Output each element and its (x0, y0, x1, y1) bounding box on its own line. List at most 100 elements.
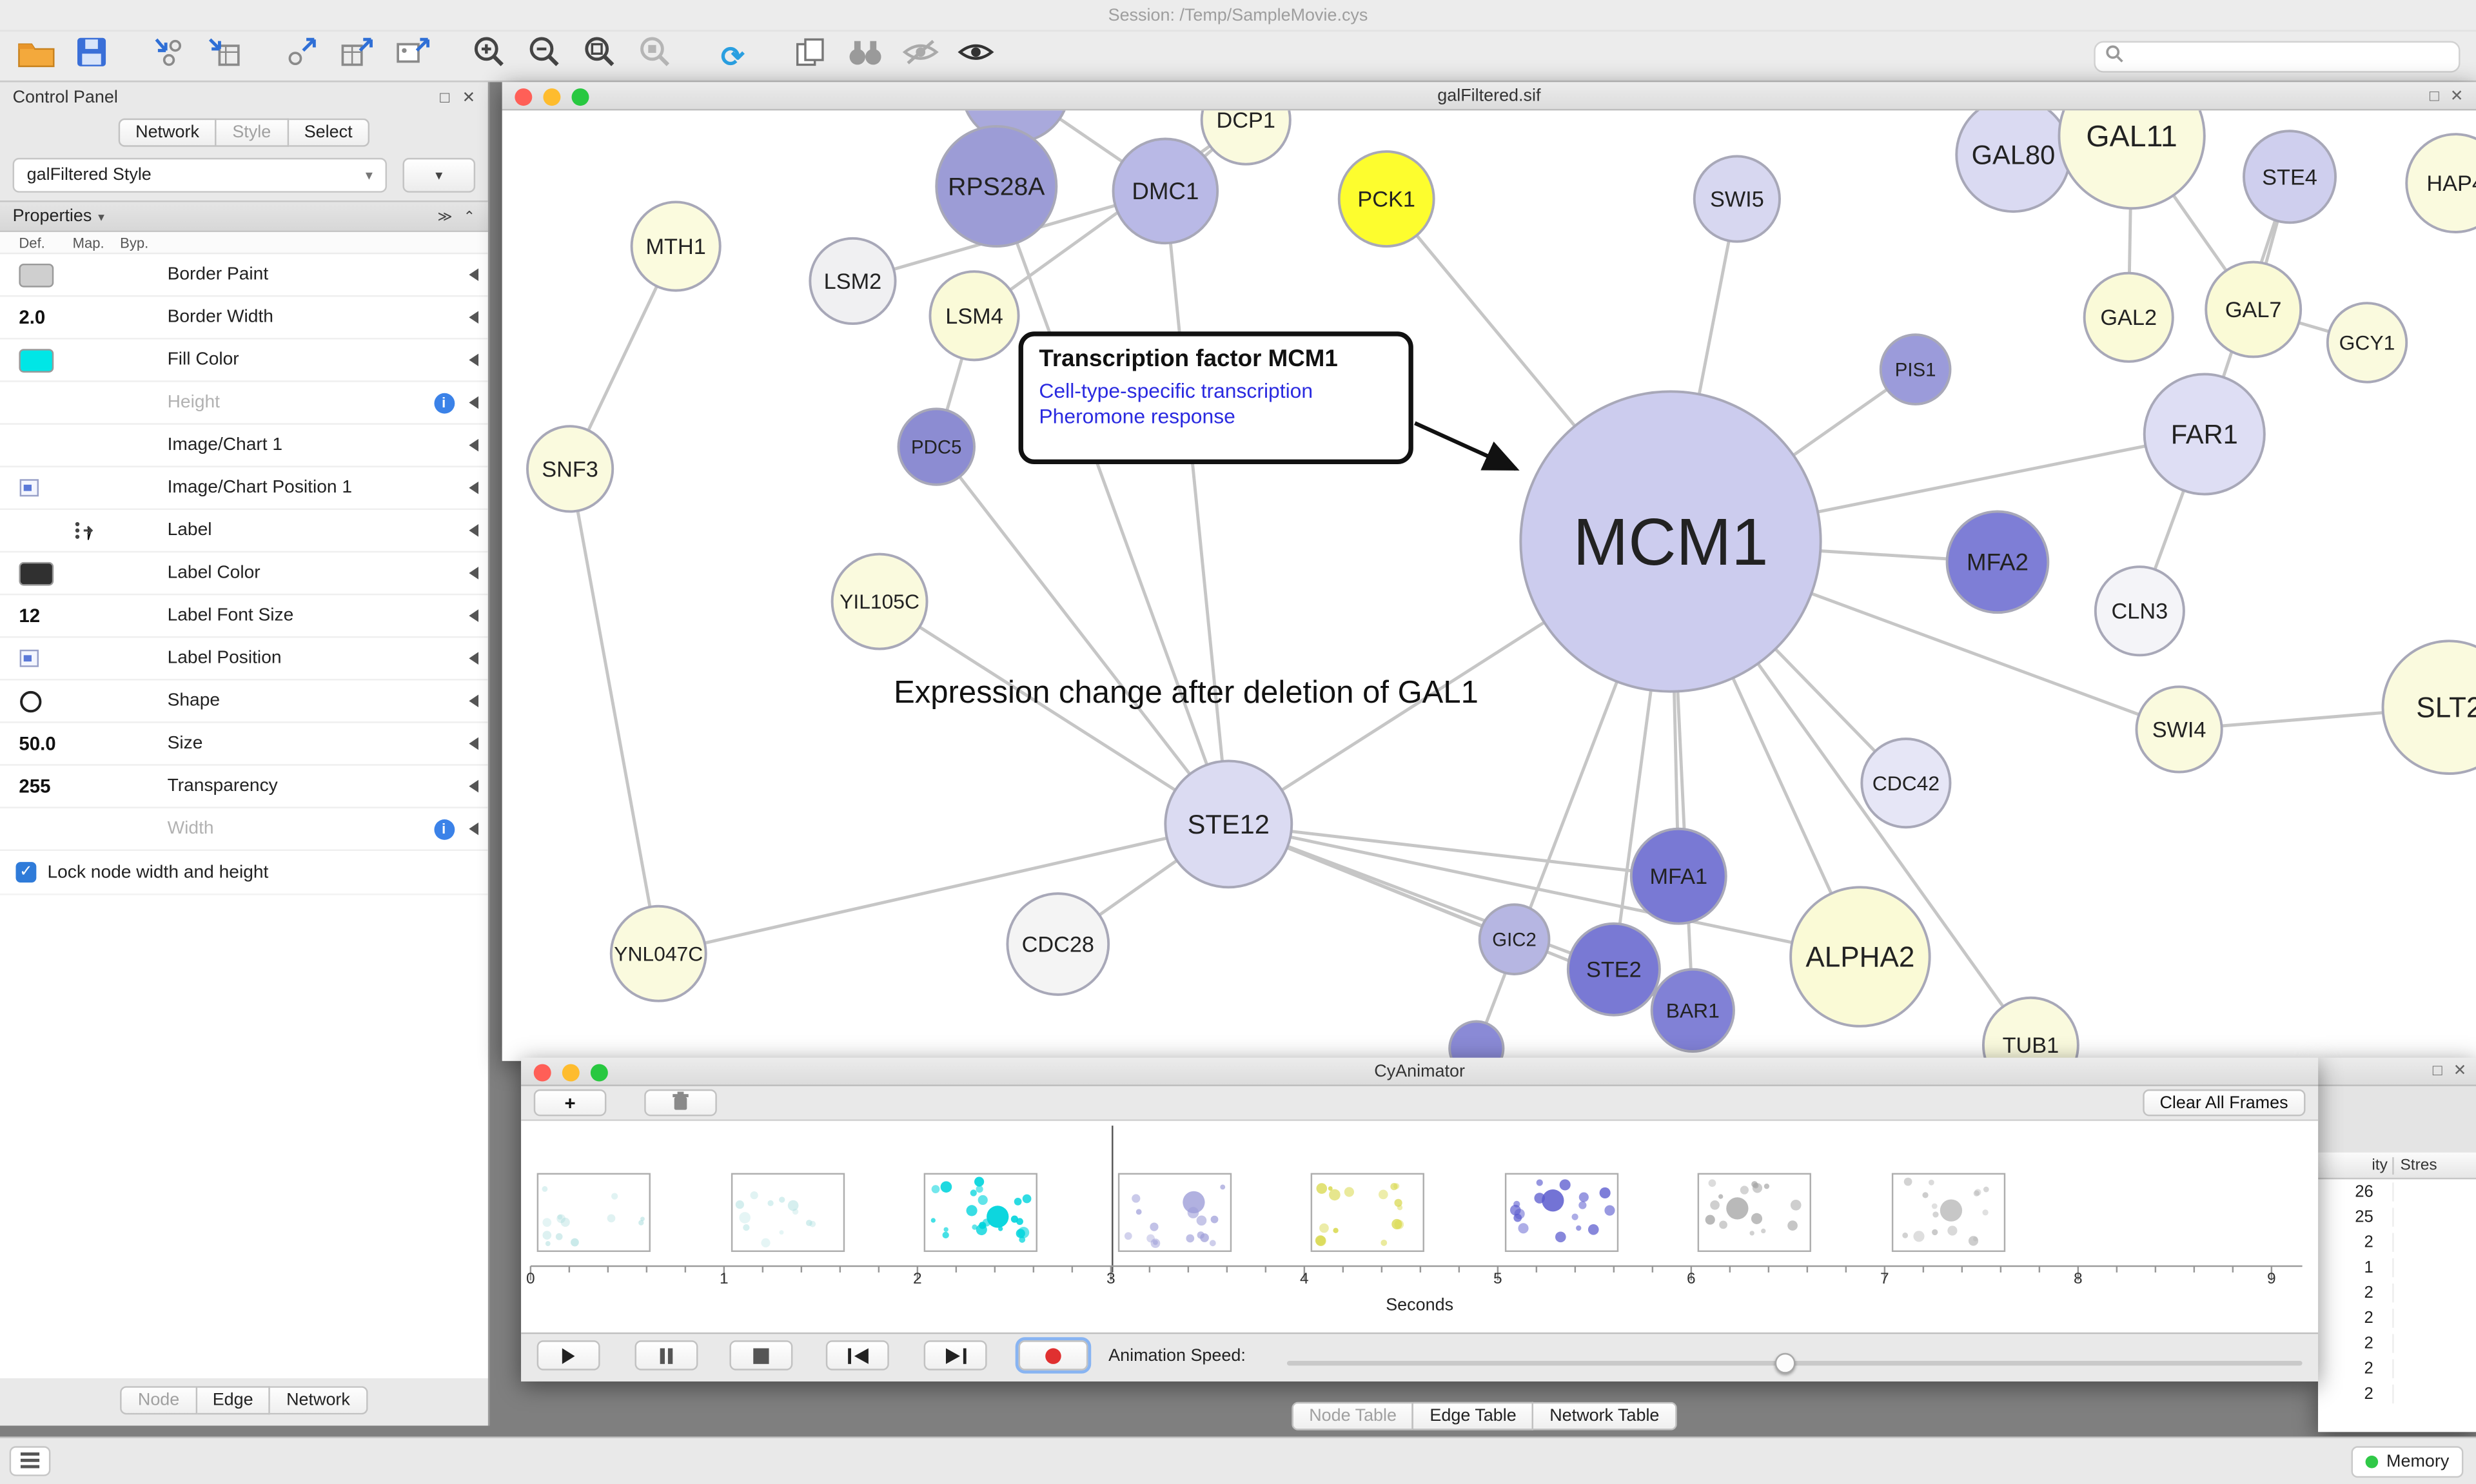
property-row-label[interactable]: Label (0, 510, 488, 553)
network-node-LSM4[interactable] (928, 270, 1020, 362)
delete-frame-button[interactable] (644, 1089, 717, 1117)
tab-style[interactable]: Style (216, 118, 289, 147)
expand-row-icon[interactable] (469, 652, 479, 665)
zoom-fit-button[interactable] (580, 35, 621, 77)
property-row-image-chart-1[interactable]: Image/Chart 1 (0, 425, 488, 467)
network-node-STE2[interactable] (1566, 922, 1661, 1017)
network-node-CDC42[interactable] (1860, 737, 1952, 829)
network-node-ALPHA2[interactable] (1789, 886, 1931, 1028)
network-node-CLN3[interactable] (2094, 565, 2185, 657)
network-edge-YNL047C-STE12[interactable] (658, 822, 1229, 955)
save-session-button[interactable] (71, 35, 112, 77)
maximize-window-icon[interactable] (571, 88, 589, 106)
show-panels-button[interactable] (9, 1446, 51, 1476)
expand-row-icon[interactable] (469, 268, 479, 281)
table-row[interactable]: 2 (2318, 1331, 2476, 1356)
network-edge-SNF3-YNL047C[interactable] (568, 468, 660, 954)
expand-row-icon[interactable] (469, 311, 479, 324)
stop-button[interactable] (729, 1340, 793, 1371)
table-row[interactable]: 26 (2318, 1179, 2476, 1204)
default-value[interactable]: 2.0 (19, 306, 46, 329)
zoom-selected-button[interactable] (634, 35, 676, 77)
network-node-SWI4[interactable] (2135, 685, 2223, 774)
first-neighbors-button[interactable] (845, 35, 886, 77)
annotation-link-1[interactable]: Cell-type-specific transcription (1039, 378, 1313, 403)
table-row[interactable]: 1 (2318, 1255, 2476, 1280)
network-node-PCK1[interactable] (1337, 150, 1435, 248)
property-row-label-position[interactable]: Label Position (0, 638, 488, 681)
property-row-shape[interactable]: Shape (0, 681, 488, 723)
network-node-FAR1[interactable] (2143, 373, 2266, 496)
lock-size-checkbox[interactable]: ✓ (15, 862, 37, 883)
close-panel-icon[interactable]: ✕ (462, 89, 476, 107)
color-swatch[interactable] (19, 348, 54, 372)
current-style-select[interactable]: galFiltered Style▾ (12, 157, 388, 193)
network-node-SLT2[interactable] (2381, 639, 2476, 775)
default-value[interactable]: 50.0 (19, 732, 56, 755)
play-button[interactable] (536, 1340, 600, 1371)
table-row[interactable]: 2 (2318, 1305, 2476, 1331)
tab-network[interactable]: Network (118, 118, 217, 147)
table-tab-edge-table[interactable]: Edge Table (1413, 1401, 1534, 1430)
network-node-CDC28[interactable] (1006, 892, 1110, 996)
frame-thumbnail-5[interactable] (1504, 1173, 1618, 1253)
network-node-YIL105C[interactable] (830, 552, 928, 650)
expand-row-icon[interactable] (469, 694, 479, 708)
column-header[interactable]: ity (2318, 1156, 2394, 1174)
property-row-label-color[interactable]: Label Color (0, 552, 488, 596)
network-node-SNF3[interactable] (526, 425, 614, 513)
network-node-RPS28A[interactable] (935, 124, 1058, 248)
network-canvas[interactable]: RPS28ADMC1DCP1PCK1SWI5GAL80GAL11STE4HAP4… (502, 110, 2476, 1061)
column-header[interactable]: Stres (2400, 1156, 2437, 1174)
collapse-all-icon[interactable]: ≫ (437, 208, 453, 224)
record-button[interactable] (1018, 1340, 1088, 1371)
network-node-DCP1[interactable] (1200, 110, 1292, 166)
table-row[interactable]: 25 (2318, 1205, 2476, 1230)
property-row-fill-color[interactable]: Fill Color (0, 340, 488, 382)
frame-thumbnail-6[interactable] (1697, 1173, 1811, 1253)
network-node-dotcut[interactable] (1448, 1020, 1505, 1061)
network-node-GCY1[interactable] (2326, 302, 2408, 384)
frame-thumbnail-2[interactable] (923, 1173, 1037, 1253)
network-edge-DMC1-STE12[interactable] (1163, 191, 1230, 825)
network-node-PIS1[interactable] (1879, 333, 1952, 405)
minimize-window-icon[interactable] (562, 1064, 580, 1082)
annotation-box[interactable]: Transcription factor MCM1 Cell-type-spec… (1018, 331, 1413, 465)
network-edge-MFA1-STE12[interactable] (1228, 822, 1679, 878)
network-node-MFA1[interactable] (1629, 827, 1727, 925)
close-window-icon[interactable] (533, 1064, 551, 1082)
close-panel-icon[interactable]: ✕ (2453, 1062, 2467, 1080)
expand-row-icon[interactable] (469, 609, 479, 622)
memory-button[interactable]: Memory (2352, 1446, 2464, 1478)
default-value[interactable]: 255 (19, 775, 51, 797)
animation-speed-slider[interactable] (1286, 1352, 2303, 1375)
maximize-window-icon[interactable] (590, 1064, 608, 1082)
expand-row-icon[interactable] (469, 737, 479, 750)
network-node-TUB1[interactable] (1981, 996, 2079, 1061)
network-node-STE12[interactable] (1164, 759, 1293, 889)
expand-row-icon[interactable] (469, 822, 479, 835)
clear-all-frames-button[interactable]: Clear All Frames (2142, 1089, 2306, 1117)
float-window-icon[interactable]: □ (2429, 87, 2439, 105)
property-row-border-paint[interactable]: Border Paint (0, 254, 488, 297)
close-window-icon[interactable] (515, 88, 533, 106)
expand-row-icon[interactable] (469, 438, 479, 452)
annotation-link-2[interactable]: Pheromone response (1039, 404, 1235, 428)
skip-to-end-button[interactable] (923, 1340, 987, 1371)
expand-row-icon[interactable] (469, 396, 479, 409)
expand-row-icon[interactable] (469, 567, 479, 580)
network-node-MTH1[interactable] (630, 200, 722, 292)
cp-tab-node[interactable]: Node (120, 1386, 197, 1415)
zoom-out-button[interactable] (524, 35, 565, 77)
network-edge-RPS28A-STE12[interactable] (995, 186, 1230, 825)
table-row[interactable]: 2 (2318, 1356, 2476, 1381)
minimize-window-icon[interactable] (543, 88, 561, 106)
network-edge-PDC5-STE12[interactable] (935, 445, 1230, 825)
network-node-HAP4[interactable] (2405, 133, 2476, 233)
style-options-button[interactable]: ▾ (402, 157, 476, 193)
